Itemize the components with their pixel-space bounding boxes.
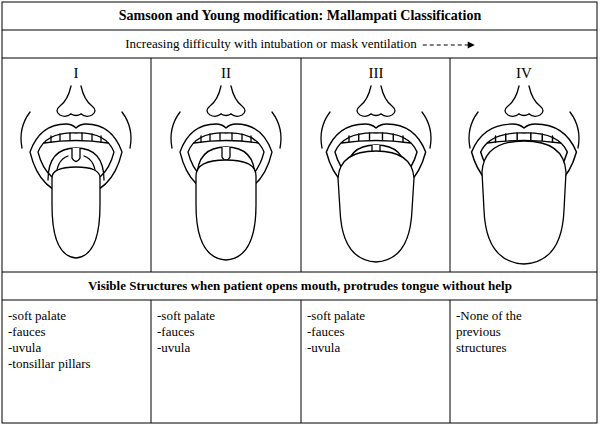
table-cell: -soft palate bbox=[8, 308, 66, 324]
mouth-class-4 bbox=[469, 86, 579, 264]
mouth-class-3 bbox=[321, 86, 431, 262]
table-rule bbox=[2, 30, 597, 31]
table-cell: -fauces bbox=[157, 324, 195, 340]
table-cell: -fauces bbox=[307, 324, 345, 340]
table-cell: -uvula bbox=[157, 340, 190, 356]
mouth-class-2 bbox=[171, 86, 281, 260]
table-rule bbox=[2, 300, 597, 301]
table-rule bbox=[301, 300, 302, 423]
table-cell: -uvula bbox=[8, 340, 41, 356]
table-rule bbox=[151, 58, 152, 272]
tongue bbox=[338, 151, 414, 262]
class-numeral: I bbox=[74, 64, 79, 82]
arrow-head bbox=[468, 42, 475, 49]
table-cell: -fauces bbox=[8, 324, 46, 340]
table-rule bbox=[2, 58, 597, 59]
tongue bbox=[196, 160, 256, 260]
uvula bbox=[72, 148, 80, 162]
mouth-class-1 bbox=[21, 86, 131, 258]
dashed-arrow bbox=[423, 44, 469, 45]
tongue bbox=[52, 167, 100, 258]
table-rule bbox=[450, 58, 451, 272]
class-numeral: II bbox=[221, 64, 231, 82]
table-rule bbox=[2, 272, 597, 273]
table-cell: -None of the previous structures bbox=[456, 308, 542, 356]
class-numeral: III bbox=[369, 64, 384, 82]
class-numeral: IV bbox=[516, 64, 532, 82]
table-title: Samsoon and Young modification: Mallampa… bbox=[119, 8, 481, 25]
table-cell: -soft palate bbox=[307, 308, 365, 324]
table-rule bbox=[151, 300, 152, 423]
tongue bbox=[482, 141, 566, 264]
uvula bbox=[222, 147, 230, 161]
table-cell: -soft palate bbox=[157, 308, 215, 324]
table-rule bbox=[301, 58, 302, 272]
table-cell: -tonsillar pillars bbox=[8, 356, 91, 372]
table-rule bbox=[450, 300, 451, 423]
table-cell: -uvula bbox=[307, 340, 340, 356]
section-heading: Visible Structures when patient opens mo… bbox=[88, 278, 512, 294]
difficulty-note: Increasing difficulty with intubation or… bbox=[125, 36, 416, 52]
